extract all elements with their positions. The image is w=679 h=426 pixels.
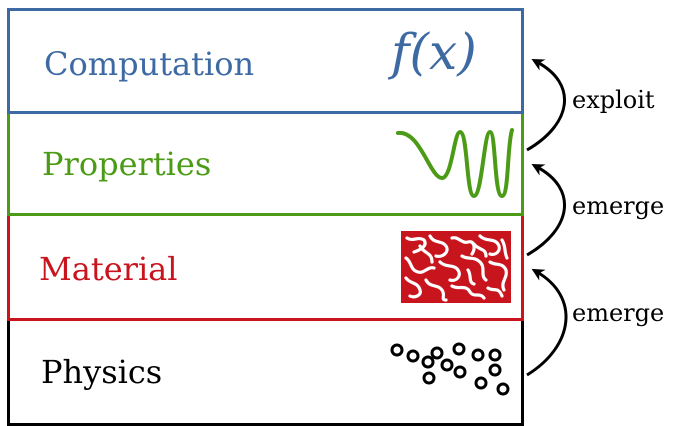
arrow-label-exploit: exploit bbox=[572, 86, 655, 114]
arrow-emerge-physics bbox=[526, 268, 568, 377]
wave-icon bbox=[396, 128, 514, 199]
layer-computation: Computation f(x) bbox=[7, 8, 524, 114]
arrow-exploit bbox=[526, 59, 566, 152]
layer-label-computation: Computation bbox=[44, 45, 255, 83]
function-symbol: f(x) bbox=[391, 23, 477, 81]
layer-label-physics: Physics bbox=[41, 353, 163, 391]
material-pattern-icon bbox=[401, 231, 511, 303]
layer-label-properties: Properties bbox=[42, 145, 212, 183]
arrow-emerge-material bbox=[526, 164, 566, 257]
particles-icon bbox=[390, 342, 510, 396]
arrow-label-emerge-physics: emerge bbox=[572, 299, 665, 327]
layer-properties: Properties bbox=[7, 111, 524, 216]
layer-label-material: Material bbox=[39, 250, 178, 288]
arrow-label-emerge-material: emerge bbox=[572, 192, 665, 220]
